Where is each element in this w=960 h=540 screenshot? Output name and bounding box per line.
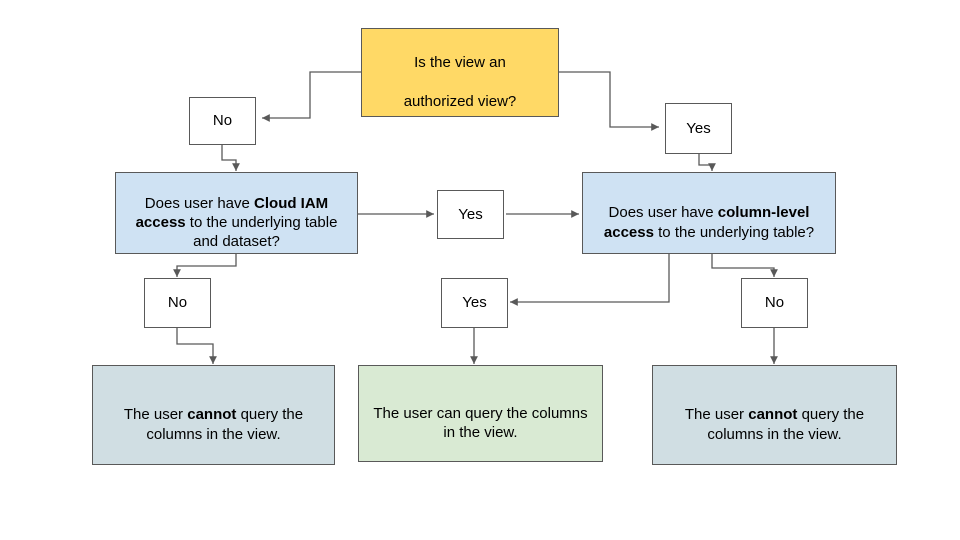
seg-plain-4: to the underlying table? xyxy=(653,223,815,241)
node-outcome-deny-right-label: The user cannot query the columns in the… xyxy=(663,386,886,444)
seg-plain-9: query the columns in the view. xyxy=(707,406,865,443)
seg-plain-1: Does user have xyxy=(144,194,255,212)
seg-plain-2: to the underlying table and dataset? xyxy=(185,214,338,251)
node-column-level-access-label: Does user have column-level access to th… xyxy=(591,184,827,242)
node-outcome-deny-left[interactable]: The user cannot query the columns in the… xyxy=(92,365,335,465)
node-is-authorized-view-label: Is the view an authorized view? xyxy=(403,54,517,110)
node-branch-no-top[interactable]: No xyxy=(189,97,256,145)
edge-iam-to-no xyxy=(173,254,237,277)
edge-start-to-no xyxy=(262,71,361,122)
node-is-authorized-view[interactable]: Is the view an authorized view? xyxy=(361,28,559,117)
branch-no-column-label: No xyxy=(764,294,785,312)
edge-no-to-iam xyxy=(221,145,240,171)
seg-bold-4: cannot xyxy=(748,406,798,424)
branch-no-iam-label: No xyxy=(167,294,188,312)
node-outcome-deny-left-label: The user cannot query the columns in the… xyxy=(103,386,324,444)
node-outcome-allow[interactable]: The user can query the columns in the vi… xyxy=(358,365,603,462)
node-branch-yes-column[interactable]: Yes xyxy=(441,278,508,328)
node-branch-yes-middle[interactable]: Yes xyxy=(437,190,504,239)
node-cloud-iam-access[interactable]: Does user have Cloud IAM access to the u… xyxy=(115,172,358,254)
edge-no-to-deny-left xyxy=(176,328,217,364)
edge-column-to-no xyxy=(711,254,778,277)
seg-bold-3: cannot xyxy=(187,406,237,424)
node-branch-no-column[interactable]: No xyxy=(741,278,808,328)
node-outcome-deny-right[interactable]: The user cannot query the columns in the… xyxy=(652,365,897,465)
seg-bold-2: column-level access xyxy=(603,204,810,241)
seg-plain-8: The user xyxy=(684,406,749,424)
seg-plain-3: Does user have xyxy=(608,204,718,222)
edge-yes-to-column xyxy=(698,154,716,171)
node-outcome-allow-label: The user can query the columns in the vi… xyxy=(369,385,592,443)
node-cloud-iam-access-label: Does user have Cloud IAM access to the u… xyxy=(124,175,349,252)
branch-yes-column-label: Yes xyxy=(462,294,487,312)
branch-yes-middle-label: Yes xyxy=(458,205,483,223)
branch-no-top-label: No xyxy=(212,112,233,130)
node-branch-no-iam[interactable]: No xyxy=(144,278,211,328)
seg-plain-7: The user can query the columns in the vi… xyxy=(373,404,588,442)
seg-bold-1: Cloud IAM access xyxy=(135,194,329,231)
branch-yes-top-label: Yes xyxy=(686,119,711,137)
edge-start-to-yes xyxy=(559,71,659,131)
node-column-level-access[interactable]: Does user have column-level access to th… xyxy=(582,172,836,254)
seg-plain-6: query the columns in the view. xyxy=(146,406,304,443)
edge-column-to-yes xyxy=(509,254,670,306)
seg-plain-5: The user xyxy=(123,406,188,424)
node-branch-yes-top[interactable]: Yes xyxy=(665,103,732,154)
